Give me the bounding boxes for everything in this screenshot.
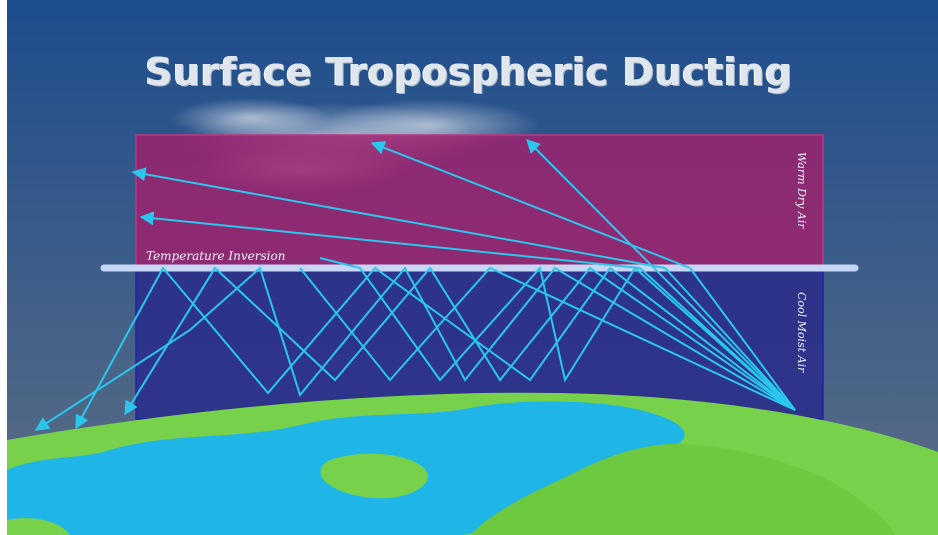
cool-moist-air-label: Cool Moist Air xyxy=(795,292,808,373)
ray-escape-2 xyxy=(689,267,796,411)
ray-ducted-1 xyxy=(75,266,796,430)
earth-land-shore xyxy=(470,443,895,535)
ray-escape-3b xyxy=(131,167,666,269)
earth-ocean-inlet xyxy=(120,509,255,535)
ray-escape-1 xyxy=(526,139,796,411)
earth-land-island xyxy=(320,453,429,499)
ray-escape-4b xyxy=(139,211,641,269)
ray-escape-2b xyxy=(370,141,691,269)
diagram-title: Surface Tropospheric Ducting xyxy=(145,50,793,94)
warm-dry-air-label: Warm Dry Air xyxy=(795,152,808,229)
radio-rays xyxy=(34,139,796,431)
ray-ducted-3 xyxy=(34,266,796,431)
ray-ducted-2 xyxy=(124,266,796,416)
ray-ducted-5 xyxy=(319,257,796,411)
ray-escape-3 xyxy=(664,267,796,411)
temperature-inversion-label: Temperature Inversion xyxy=(146,249,286,263)
ray-ducted-4 xyxy=(299,266,796,411)
